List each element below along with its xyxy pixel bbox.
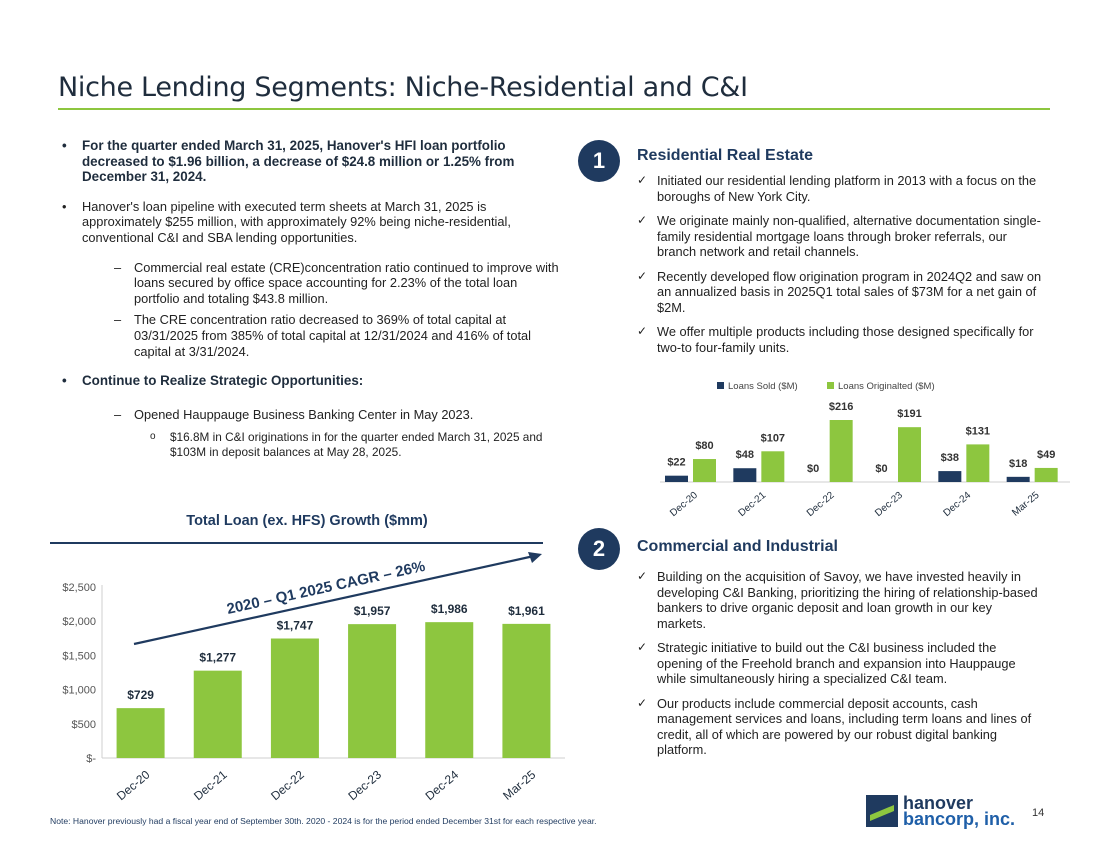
legend-label: Loans Sold ($M) [728,381,798,392]
residential-item: We originate mainly non-qualified, alter… [637,213,1042,260]
bar-loans-originated [966,444,990,482]
loan-chart-title: Total Loan (ex. HFS) Growth ($mm) [186,513,428,529]
bar-loans-sold [665,475,688,482]
data-label-originated: $107 [761,432,785,444]
bar-loans-originated [1034,467,1058,482]
x-tick-label: Dec-21 [736,490,768,519]
sub-bullet-cre-office: Commercial real estate (CRE)concentratio… [62,260,562,307]
company-logo: hanover bancorp, inc. [866,793,1016,829]
page-number: 14 [1032,807,1045,819]
residential-item: Initiated our residential lending platfo… [637,173,1042,204]
loan-chart-divider [50,542,543,544]
section-number-1: 1 [578,140,620,182]
data-label-originated: $216 [829,401,853,413]
data-label: $1,957 [354,604,391,618]
bar [193,670,242,758]
commercial-list: Building on the acquisition of Savoy, we… [637,569,1042,767]
commercial-heading: Commercial and Industrial [637,538,838,555]
bullet-pipeline: Hanover's loan pipeline with executed te… [62,199,562,246]
residential-item: We offer multiple products including tho… [637,324,1042,355]
left-bullets: For the quarter ended March 31, 2025, Ha… [62,138,562,465]
data-label-originated: $49 [1037,449,1055,461]
sub-bullet-hauppauge: Opened Hauppauge Business Banking Center… [62,407,562,423]
data-label: $1,961 [508,604,545,618]
bar-loans-originated [898,427,921,482]
legend-label: Loans Originalted ($M) [838,381,935,392]
x-tick-label: Mar-25 [1010,490,1042,519]
subsub-bullet-originations: $16.8M in C&I originations in for the qu… [62,430,562,459]
legend-swatch-sold [717,382,724,389]
bullet-strategic: Continue to Realize Strategic Opportunit… [62,373,562,389]
cagr-arrow-head [528,552,542,563]
cagr-arrow-line [133,554,535,646]
bar-loans-sold [733,468,757,482]
data-label: $1,986 [431,602,468,616]
commercial-item: Our products include commercial deposit … [637,696,1042,758]
slide-title: Niche Lending Segments: Niche-Residentia… [58,72,748,103]
data-label-sold: $0 [807,463,819,475]
y-tick-label: $- [86,753,96,765]
bar [425,622,474,758]
bullet-portfolio: For the quarter ended March 31, 2025, Ha… [62,138,562,185]
data-label-sold: $38 [941,452,959,464]
bar-loans-originated [761,451,785,482]
data-label-sold: $22 [667,457,685,469]
y-tick-label: $2,000 [62,616,96,628]
data-label-originated: $80 [695,440,713,452]
logo-mark-icon [866,795,898,827]
x-tick-label: Dec-24 [941,490,973,519]
logo-line2: bancorp, inc. [903,809,1016,829]
y-tick-label: $1,000 [62,685,96,697]
y-tick-label: $2,500 [62,582,96,594]
bar-loans-sold [938,471,962,482]
data-label: $729 [127,688,154,702]
data-label-originated: $131 [966,425,990,437]
data-label-sold: $0 [875,463,887,475]
bar-loans-originated [693,459,716,482]
bar [502,623,551,758]
residential-chart: Loans Sold ($M) Loans Originalted ($M) $22… [660,381,1070,519]
x-tick-label: Dec-20 [668,490,700,519]
x-tick-label: Dec-23 [873,490,905,519]
data-label-originated: $191 [897,408,921,420]
x-tick-label: Dec-20 [114,767,153,803]
sub-bullet-cre-ratio: The CRE concentration ratio decreased to… [62,312,562,359]
legend-swatch-originated [827,382,834,389]
section-number-2: 2 [578,528,620,570]
footnote: Note: Hanover previously had a fiscal ye… [50,816,597,826]
data-label-sold: $48 [736,449,754,461]
x-tick-label: Dec-24 [423,767,462,803]
commercial-item: Building on the acquisition of Savoy, we… [637,569,1042,631]
x-tick-label: Dec-21 [191,767,230,803]
x-tick-label: Dec-22 [805,490,837,519]
bar [348,624,397,758]
residential-item: Recently developed flow origination prog… [637,269,1042,316]
bar [270,638,319,758]
residential-list: Initiated our residential lending platfo… [637,173,1042,364]
bar-loans-originated [829,420,853,482]
commercial-item: Strategic initiative to build out the C&… [637,640,1042,687]
title-divider [58,108,1050,110]
y-tick-label: $500 [72,719,96,731]
x-tick-label: Dec-22 [268,767,307,803]
loan-growth-chart: $- $500 $1,000 $1,500 $2,000 $2,500 $729Dec-20… [62,552,565,803]
data-label-sold: $18 [1009,458,1027,470]
x-tick-label: Dec-23 [345,767,384,803]
cagr-annotation: 2020 – Q1 2025 CAGR – 26% [225,558,427,618]
bar-loans-sold [1006,476,1030,482]
logo-line1: hanover [903,793,974,813]
y-tick-label: $1,500 [62,650,96,662]
data-label: $1,277 [199,651,236,665]
data-label: $1,747 [277,619,314,633]
residential-heading: Residential Real Estate [637,147,814,164]
bar [116,708,165,758]
x-tick-label: Mar-25 [500,767,538,802]
